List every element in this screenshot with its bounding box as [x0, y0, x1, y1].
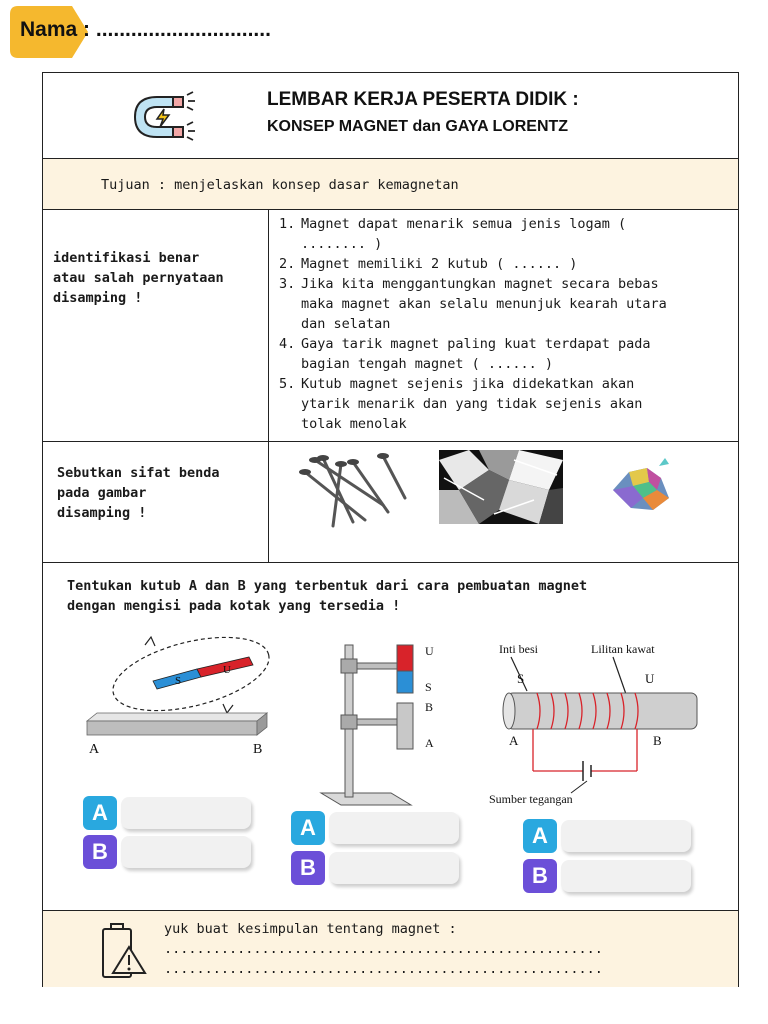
worksheet-subtitle: KONSEP MAGNET dan GAYA LORENTZ — [267, 118, 569, 135]
statement-item: 2. Magnet memiliki 2 kutub ( ...... ) — [279, 254, 729, 274]
statement-list: 1. Magnet dapat menarik semua jenis loga… — [279, 214, 729, 434]
name-fill-dots[interactable]: .............................. — [95, 18, 271, 41]
statement-line: tolak menolak — [301, 416, 407, 432]
fig1-bar-b-label: B — [253, 742, 262, 757]
properties-instruction: Sebutkan sifat benda pada gambar disampi… — [57, 463, 267, 523]
properties-instruction-line: disamping ! — [57, 505, 147, 521]
statement-item: 3. Jika kita menggantungkan magnet secar… — [279, 274, 729, 334]
identify-instruction-line: identifikasi benar — [53, 250, 200, 266]
fig1-answer-a-box[interactable] — [121, 797, 251, 829]
statement-number: 1. — [279, 216, 296, 232]
answer-badge-a: A — [291, 811, 325, 845]
fig3-answer-a-box[interactable] — [561, 820, 691, 852]
answer-badge-b: B — [83, 835, 117, 869]
fig1-magnet-s-label: S — [175, 675, 181, 687]
fig1-bar-a-label: A — [89, 742, 100, 757]
statement-line: Gaya tarik magnet paling kuat terdapat p… — [301, 336, 651, 352]
fig3-s-label: S — [517, 671, 524, 686]
worksheet-title: LEMBAR KERJA PESERTA DIDIK : — [267, 89, 579, 110]
column-divider — [268, 442, 269, 562]
fig3-u-label: U — [645, 671, 655, 686]
statement-line: Magnet dapat menarik semua jenis logam ( — [301, 216, 627, 232]
statement-line: dan selatan — [301, 316, 391, 332]
name-label-text: Nama : — [20, 18, 91, 41]
statement-answer-blank[interactable]: ........ ) — [301, 236, 383, 252]
fig3-b-label: B — [653, 733, 662, 748]
goal-text: Tujuan : menjelaskan konsep dasar kemagn… — [101, 177, 459, 193]
statement-number: 5. — [279, 376, 296, 392]
properties-instruction-line: pada gambar — [57, 485, 147, 501]
answer-badge-a: A — [523, 819, 557, 853]
worksheet: LEMBAR KERJA PESERTA DIDIK : KONSEP MAGN… — [42, 72, 739, 987]
name-tag-shape — [10, 6, 88, 58]
iron-nails-image — [299, 453, 407, 528]
fig1-magnet-u-label: U — [223, 664, 231, 676]
column-divider — [268, 210, 269, 441]
conclusion-block: yuk buat kesimpulan tentang magnet : ...… — [164, 919, 603, 979]
fig2-answer-a-box[interactable] — [329, 812, 459, 844]
identify-row: identifikasi benar atau salah pernyataan… — [43, 210, 738, 442]
battery-warning-icon — [102, 923, 147, 978]
statement-number: 3. — [279, 276, 296, 292]
properties-row: Sebutkan sifat benda pada gambar disampi… — [43, 442, 738, 563]
fig2-bottom-b-label: B — [425, 700, 433, 714]
conclusion-answer-line[interactable]: ........................................… — [164, 941, 603, 957]
statement-line[interactable]: Magnet memiliki 2 kutub ( ...... ) — [301, 256, 578, 272]
statement-line: ytarik menarik dan yang tidak sejenis ak… — [301, 396, 643, 412]
properties-instruction-line: Sebutkan sifat benda — [57, 465, 220, 481]
statement-number: 4. — [279, 336, 296, 352]
poles-instruction-line: Tentukan kutub A dan B yang terbentuk da… — [67, 578, 588, 594]
statement-item: 4. Gaya tarik magnet paling kuat terdapa… — [279, 334, 729, 374]
worksheet-header: LEMBAR KERJA PESERTA DIDIK : KONSEP MAGN… — [43, 73, 738, 159]
fig2-bottom-a-label: A — [425, 736, 434, 750]
statement-line: Kutub magnet sejenis jika didekatkan aka… — [301, 376, 635, 392]
fig2-answer-b-box[interactable] — [329, 852, 459, 884]
conclusion-row: yuk buat kesimpulan tentang magnet : ...… — [43, 911, 738, 987]
answer-badge-b: B — [523, 859, 557, 893]
statement-line: Jika kita menggantungkan magnet secara b… — [301, 276, 659, 292]
identify-instruction: identifikasi benar atau salah pernyataan… — [53, 248, 263, 308]
fig3-answer-b-box[interactable] — [561, 860, 691, 892]
fig2-top-s-label: S — [425, 680, 432, 694]
horseshoe-magnet-icon — [133, 91, 195, 141]
fig3-core-label: Inti besi — [499, 642, 539, 656]
identify-instruction-line: atau salah pernyataan — [53, 270, 224, 286]
statement-line: maka magnet akan selalu menunjuk kearah … — [301, 296, 667, 312]
answer-badge-b: B — [291, 851, 325, 885]
bismuth-crystal-image — [613, 458, 669, 510]
statement-item: 1. Magnet dapat menarik semua jenis loga… — [279, 214, 729, 254]
fig3-a-label: A — [509, 733, 519, 748]
stroking-method-figure: S U A B — [85, 635, 270, 757]
answer-badge-a: A — [83, 796, 117, 830]
statement-line[interactable]: bagian tengah magnet ( ...... ) — [301, 356, 553, 372]
induction-stand-figure: U S B A — [319, 644, 434, 806]
name-field-label: Nama : .............................. — [20, 18, 271, 42]
identify-instruction-line: disamping ! — [53, 290, 143, 306]
fig3-source-label: Sumber tegangan — [489, 792, 573, 806]
poles-row: Tentukan kutub A dan B yang terbentuk da… — [43, 563, 738, 911]
statement-number: 2. — [279, 256, 296, 272]
fig1-answer-b-box[interactable] — [121, 836, 251, 868]
poles-instruction-line: dengan mengisi pada kotak yang tersedia … — [67, 598, 401, 614]
goal-row: Tujuan : menjelaskan konsep dasar kemagn… — [43, 159, 738, 210]
conclusion-answer-line[interactable]: ........................................… — [164, 961, 603, 977]
poles-instruction: Tentukan kutub A dan B yang terbentuk da… — [67, 576, 707, 616]
electromagnet-figure: Inti besi Lilitan kawat S U A B Sumber t… — [489, 642, 698, 806]
fig3-coil-label: Lilitan kawat — [591, 642, 655, 656]
fig2-top-u-label: U — [425, 644, 434, 658]
conclusion-prompt: yuk buat kesimpulan tentang magnet : — [164, 921, 457, 937]
statement-item: 5. Kutub magnet sejenis jika didekatkan … — [279, 374, 729, 434]
aluminium-foil-image — [439, 450, 563, 524]
